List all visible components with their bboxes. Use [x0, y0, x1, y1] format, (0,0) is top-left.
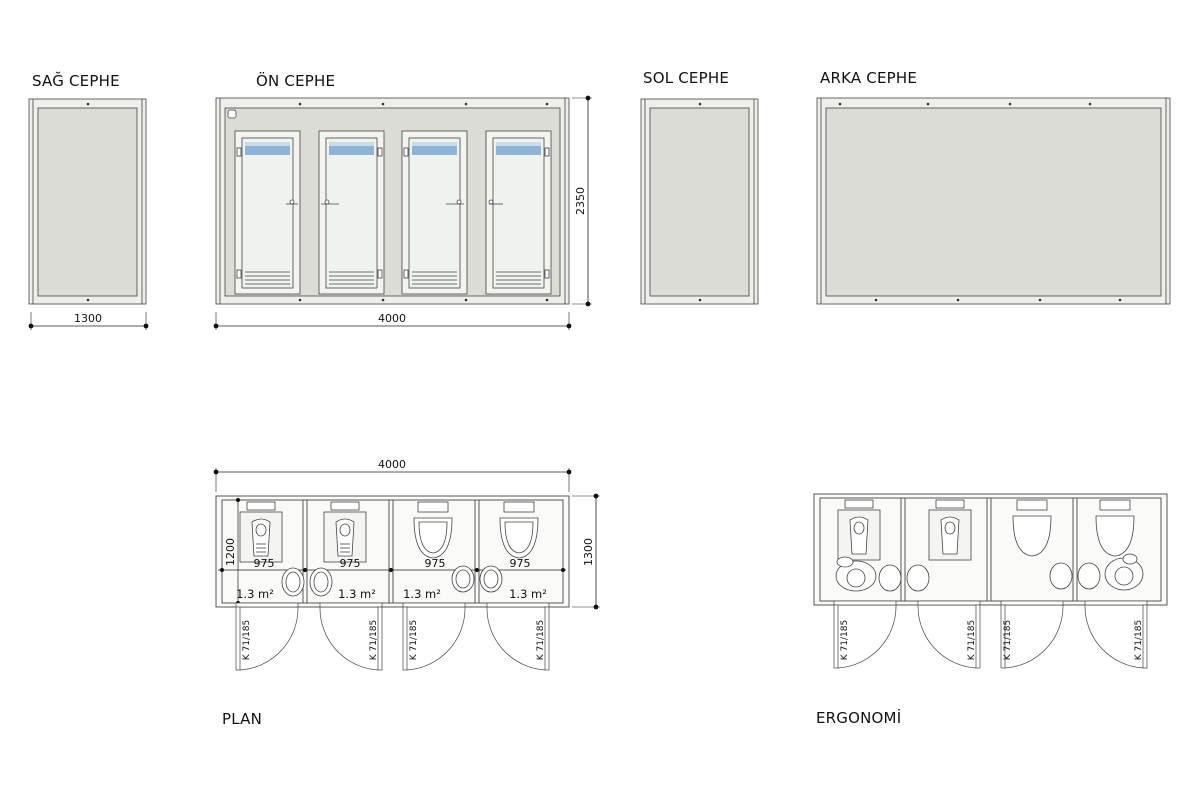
plan-door-swings: [235, 602, 550, 671]
height-dimension: [572, 95, 592, 307]
title-plan: PLAN: [222, 710, 263, 728]
front-facade-bolts: [298, 102, 549, 302]
ergonomics-door-swings: [833, 600, 1148, 669]
title-right-facade: SAĞ CEPHE: [32, 72, 120, 90]
plan-squat-toilet-2: [323, 501, 367, 563]
plan-depth-label: 1300: [582, 538, 595, 566]
ergonomics-door-4-label: K 71/185: [1134, 620, 1144, 660]
plan-western-toilet-3: [413, 501, 453, 559]
front-door-4: [485, 130, 552, 295]
ergonomics-door-2-label: K 71/185: [967, 620, 977, 660]
plan-door-1-label: K 71/185: [242, 620, 252, 660]
height-label: 2350: [574, 187, 587, 215]
left-facade-elevation: [640, 98, 759, 305]
front-facade-width-dimension: [213, 312, 572, 330]
right-facade-width-dimension: [28, 312, 149, 330]
plan-cabin-1-width: 975: [254, 557, 275, 570]
plan-door-2-label: K 71/185: [369, 620, 379, 660]
plan-cabin-depth-label: 1200: [224, 538, 237, 566]
right-facade-width-label: 1300: [74, 312, 102, 325]
plan-cabin-4-area: 1.3 m²: [509, 587, 547, 601]
plan-width-label: 4000: [378, 458, 406, 471]
ergonomics-human-figures: [835, 553, 1144, 592]
plan-squat-toilet-1: [239, 501, 283, 563]
title-front-facade: ÖN CEPHE: [256, 72, 336, 90]
plan-sinks: [281, 565, 503, 597]
plan-door-4-label: K 71/185: [536, 620, 546, 660]
rear-facade-elevation: [816, 97, 1171, 305]
title-rear-facade: ARKA CEPHE: [820, 69, 918, 87]
plan-door-3-label: K 71/185: [409, 620, 419, 660]
right-facade-elevation: [28, 98, 147, 305]
plan-cabin-4-width: 975: [510, 557, 531, 570]
plan-cabin-2-area: 1.3 m²: [338, 587, 376, 601]
ergonomics-squat-toilets: [837, 499, 972, 561]
ergonomics-door-1-label: K 71/185: [840, 620, 850, 660]
plan-depth-dimension: [572, 493, 600, 610]
title-ergonomics: ERGONOMİ: [816, 709, 902, 727]
plan-western-toilet-4: [499, 501, 539, 559]
front-door-2: [318, 130, 385, 295]
plan-cabin-3-area: 1.3 m²: [403, 587, 441, 601]
plan-cabin-2-width: 975: [340, 557, 361, 570]
front-door-1: [234, 130, 301, 295]
rear-facade-bolts: [838, 102, 1122, 302]
title-left-facade: SOL CEPHE: [643, 69, 730, 87]
front-door-3: [401, 130, 468, 295]
front-facade-width-label: 4000: [378, 312, 406, 325]
plan-cabin-3-width: 975: [425, 557, 446, 570]
ergonomics-western-toilets: [1012, 499, 1135, 557]
plan-cabin-1-area: 1.3 m²: [236, 587, 274, 601]
plan-width-dimension: [213, 468, 572, 492]
ergonomics-sinks: [878, 562, 1101, 592]
ergonomics-door-3-label: K 71/185: [1003, 620, 1013, 660]
